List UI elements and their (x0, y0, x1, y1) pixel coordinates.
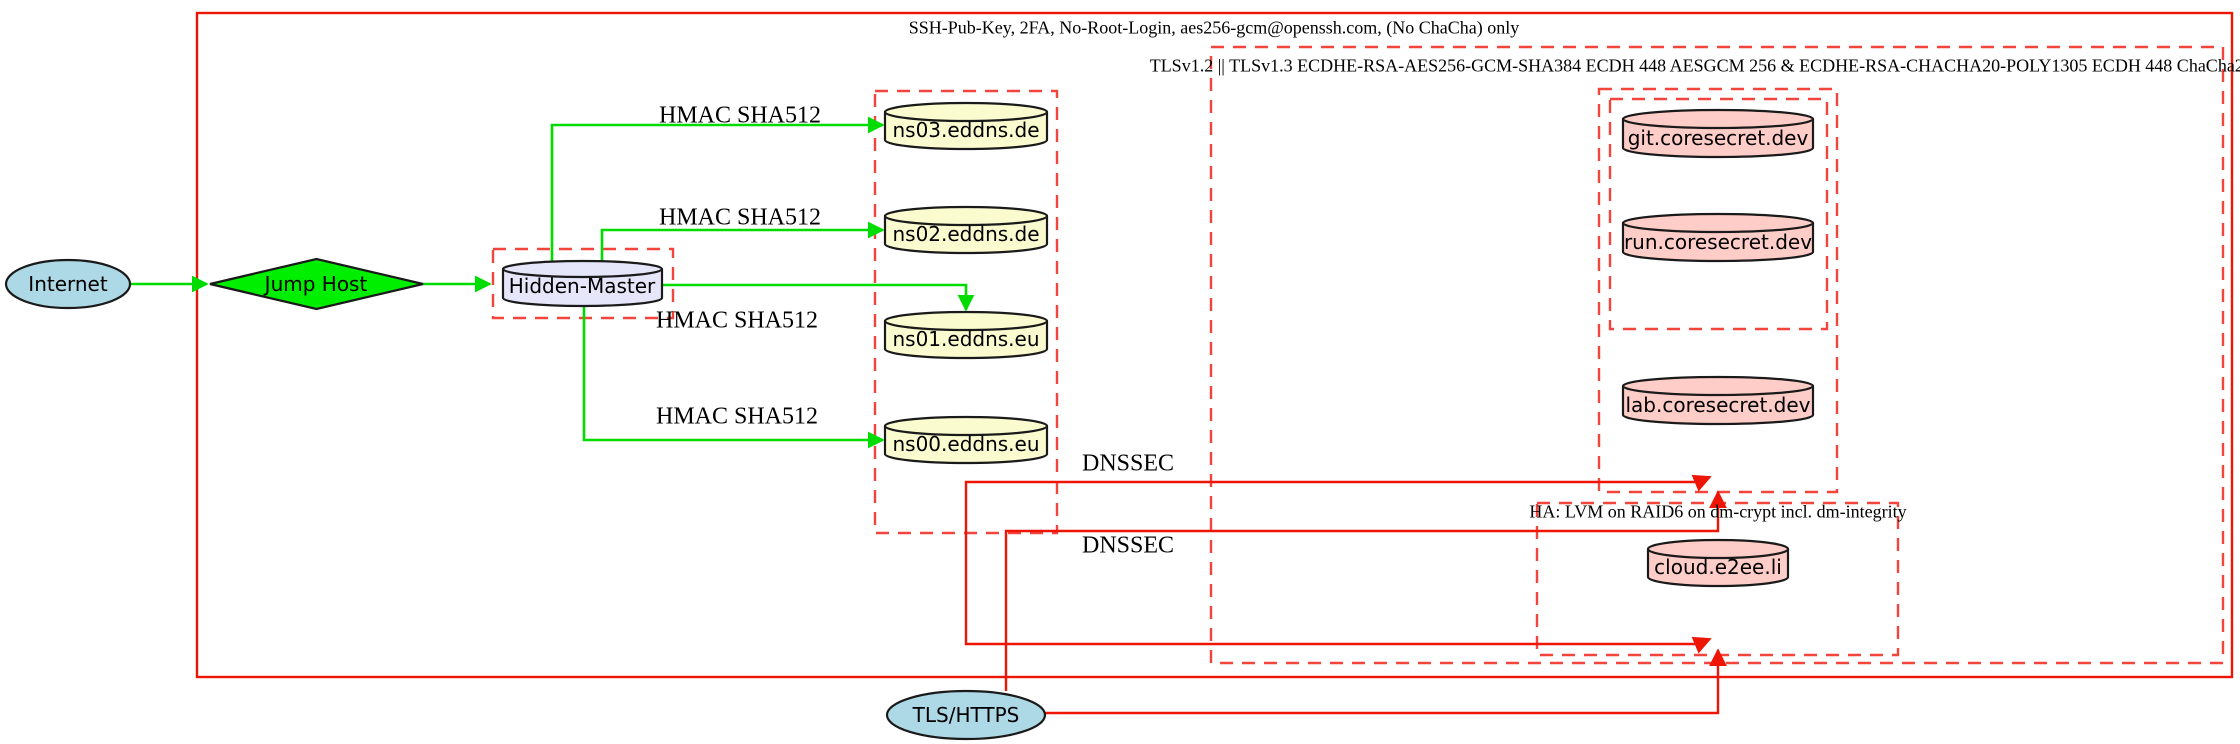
internet-label: Internet (28, 272, 108, 296)
edge-label-hmac-ns02: HMAC SHA512 (658, 204, 822, 231)
edge-label-dnssec-2: DNSSEC (1081, 532, 1175, 559)
run-node (1621, 212, 1815, 263)
ns01-node-rim (883, 320, 1049, 332)
cloud-label: cloud.e2ee.li (1654, 555, 1782, 579)
edge-label-dnssec-1: DNSSEC (1081, 450, 1175, 477)
cloud-node (1646, 538, 1790, 588)
edge-label-hmac-ns01: HMAC SHA512 (655, 307, 819, 334)
ns02-node-rim (883, 215, 1049, 227)
run-node-rim (1621, 222, 1815, 234)
tls-https-label: TLS/HTTPS (912, 703, 1020, 727)
hidden-master-node (501, 259, 664, 308)
cloud-node-rim (1646, 548, 1790, 560)
run-label: run.coresecret.dev (1623, 230, 1813, 254)
ns00-label: ns00.eddns.eu (892, 432, 1040, 456)
git-label: git.coresecret.dev (1627, 126, 1809, 150)
edge-hiddenmaster-to-ns01 (662, 283, 975, 312)
hidden-master-label: Hidden-Master (508, 274, 656, 298)
jump-host-label: Jump Host (264, 272, 368, 296)
ns03-label: ns03.eddns.de (892, 118, 1040, 142)
ssh-cluster-label: SSH-Pub-Key, 2FA, No-Root-Login, aes256-… (908, 17, 1520, 38)
edge-dnssec-ns-to-ha (964, 533, 1712, 654)
edge-hiddenmaster-to-ns03 (550, 116, 885, 265)
lab-node (1621, 375, 1815, 426)
ns03-node (883, 101, 1049, 151)
lab-node-rim (1621, 385, 1815, 397)
tls-https-node (885, 689, 1047, 741)
lab-label: lab.coresecret.dev (1625, 393, 1811, 417)
ns01-node (883, 310, 1049, 360)
edge-label-hmac-ns00: HMAC SHA512 (655, 403, 819, 430)
edge-tlshttps-to-coresecret (1004, 490, 1727, 691)
ns01-label: ns01.eddns.eu (892, 327, 1040, 351)
edge-dnssec-ns-to-coresecret (964, 474, 1712, 533)
ns00-node (883, 415, 1049, 465)
edge-tlshttps-to-ha (1045, 648, 1727, 715)
jump-host-node (209, 257, 424, 311)
edge-hiddenmaster-to-ns00 (582, 303, 885, 449)
edge-hiddenmaster-to-ns02 (600, 221, 885, 265)
ssh-cluster-box (195, 11, 2234, 679)
git-node (1621, 108, 1815, 159)
ns03-node-rim (883, 111, 1049, 123)
hidden-master-node-rim (501, 268, 664, 279)
coresecret-inner-cluster-box (1608, 97, 1829, 331)
tls-cluster-label: TLSv1.2 || TLSv1.3 ECDHE-RSA-AES256-GCM-… (1149, 55, 2240, 76)
ha-cluster-label: HA: LVM on RAID6 on dm-crypt incl. dm-in… (1529, 501, 1907, 522)
edge-label-hmac-ns03: HMAC SHA512 (658, 102, 822, 129)
ns02-label: ns02.eddns.de (892, 222, 1040, 246)
ns02-node (883, 205, 1049, 255)
internet-node (4, 258, 132, 310)
ns00-node-rim (883, 425, 1049, 437)
git-node-rim (1621, 118, 1815, 130)
